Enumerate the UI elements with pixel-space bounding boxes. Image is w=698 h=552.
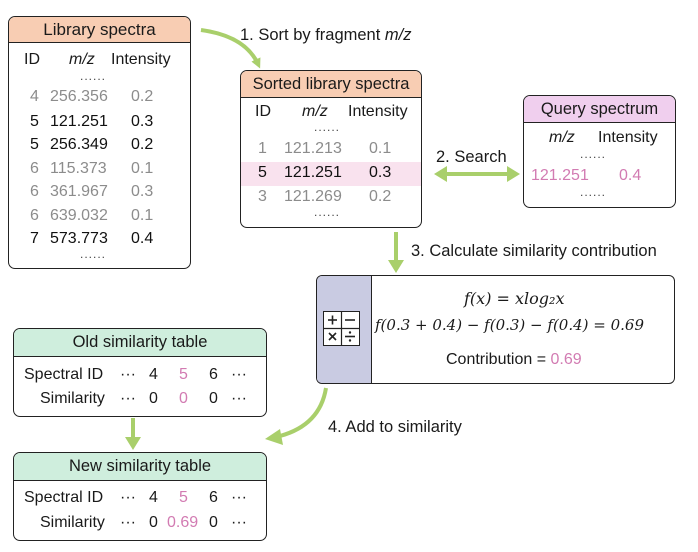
old-id-5: 5 (179, 366, 188, 383)
new-ellipsis-left: ··· (120, 489, 136, 506)
sorted-col-id: ID (255, 103, 271, 120)
library-row-mz: 256.356 (50, 88, 108, 105)
library-row-intensity: 0.4 (131, 230, 154, 247)
library-spectra-title: Library spectra (9, 17, 190, 43)
library-spectra-panel: Library spectra (8, 16, 191, 269)
formula-definition: f(x) = xlog₂x (464, 289, 565, 308)
sorted-spectra-panel: Sorted library spectra (240, 70, 422, 228)
sorted-row-intensity: 0.1 (369, 140, 392, 157)
old-ellipsis-left: ··· (120, 390, 136, 407)
library-row-id: 5 (30, 136, 39, 153)
old-sim-6: 0 (209, 390, 218, 407)
old-similarity-table: Old similarity table (13, 328, 267, 417)
sorted-row-mz: 121.213 (284, 140, 342, 157)
library-row-mz: 115.373 (50, 160, 107, 177)
library-row-mz: 639.032 (50, 207, 108, 224)
library-row-id: 6 (30, 160, 39, 177)
contribution-value: 0.69 (550, 351, 582, 368)
query-col-mz: m/z (549, 129, 575, 146)
step2-double-arrow (434, 166, 520, 182)
new-id-4: 4 (149, 489, 158, 506)
query-col-intensity: Intensity (598, 129, 658, 146)
old-row-label-sim: Similarity (40, 390, 105, 407)
step1-label: 1. Sort by fragment m/z (240, 26, 412, 45)
library-row-id: 4 (30, 88, 39, 105)
old-ellipsis-right: ··· (231, 390, 247, 407)
old-sim-4: 0 (149, 390, 158, 407)
library-col-intensity: Intensity (111, 51, 171, 68)
calculator-icon (323, 311, 360, 346)
step2-label: 2. Search (436, 148, 507, 166)
new-sim-4: 0 (149, 514, 158, 531)
library-row-intensity: 0.2 (131, 136, 154, 153)
query-spectrum-title: Query spectrum (524, 96, 675, 123)
step4-label: 4. Add to similarity (328, 418, 462, 436)
sorted-row-mz: 121.269 (284, 188, 342, 205)
new-table-title: New similarity table (14, 453, 266, 481)
library-row-intensity: 0.1 (131, 160, 154, 177)
library-row-mz: 256.349 (50, 136, 108, 153)
library-col-mz: m/z (69, 51, 95, 68)
library-row-id: 5 (30, 113, 39, 130)
old-ellipsis-right: ··· (231, 366, 247, 383)
library-row-intensity: 0.2 (131, 88, 154, 105)
old-row-label-id: Spectral ID (24, 366, 104, 383)
new-id-5: 5 (179, 489, 188, 506)
step3-label: 3. Calculate similarity contribution (411, 242, 657, 260)
library-row-id: 6 (30, 183, 39, 200)
step1-arrow (200, 28, 261, 69)
new-ellipsis-right: ··· (231, 514, 247, 531)
contribution-label: Contribution = (446, 351, 551, 368)
old-to-new-arrow (125, 418, 141, 450)
old-ellipsis-left: ··· (120, 366, 136, 383)
library-row-intensity: 0.3 (131, 183, 154, 200)
new-row-label-sim: Similarity (40, 514, 105, 531)
sorted-col-mz: m/z (302, 103, 328, 120)
library-row-mz: 121.251 (50, 113, 108, 130)
calculator-glyphs (324, 312, 359, 345)
new-sim-6: 0 (209, 514, 218, 531)
new-id-6: 6 (209, 489, 218, 506)
formula-calculation: f(0.3 + 0.4) − f(0.3) − f(0.4) = 0.69 (375, 316, 645, 334)
query-mz-value: 121.251 (531, 167, 589, 184)
library-row-id: 6 (30, 207, 39, 224)
sorted-row-intensity: 0.2 (369, 188, 392, 205)
query-intensity-value: 0.4 (619, 167, 642, 184)
old-id-4: 4 (149, 366, 158, 383)
old-id-6: 6 (209, 366, 218, 383)
sorted-row-id: 1 (258, 140, 267, 157)
new-row-label-id: Spectral ID (24, 489, 104, 506)
step4-arrow (265, 387, 328, 445)
calculation-panel (316, 275, 675, 384)
new-similarity-table: New similarity table (13, 452, 267, 541)
step1-text: 1. Sort by fragment (240, 26, 385, 44)
query-spectrum-panel: Query spectrum (523, 95, 676, 208)
new-ellipsis-left: ··· (120, 514, 136, 531)
library-row-intensity: 0.1 (131, 207, 154, 224)
step1-italic: m/z (384, 26, 412, 44)
sorted-row-id: 3 (258, 188, 267, 205)
library-row-id: 7 (30, 230, 39, 247)
sorted-col-intensity: Intensity (348, 103, 408, 120)
sorted-row-intensity: 0.3 (369, 164, 392, 181)
library-row-intensity: 0.3 (131, 113, 154, 130)
sorted-row-id: 5 (258, 164, 267, 181)
step3-arrow (388, 232, 404, 273)
sorted-row-mz: 121.251 (284, 164, 342, 181)
library-row-mz: 573.773 (50, 230, 108, 247)
old-table-title: Old similarity table (14, 329, 266, 357)
contribution-line: Contribution = 0.69 (446, 351, 582, 369)
old-sim-5: 0 (179, 390, 188, 407)
library-col-id: ID (24, 51, 40, 68)
new-sim-5: 0.69 (167, 514, 199, 531)
new-ellipsis-right: ··· (231, 489, 247, 506)
sorted-spectra-title: Sorted library spectra (241, 71, 421, 98)
library-row-mz: 361.967 (50, 183, 108, 200)
sorted-row-highlight (241, 162, 421, 186)
